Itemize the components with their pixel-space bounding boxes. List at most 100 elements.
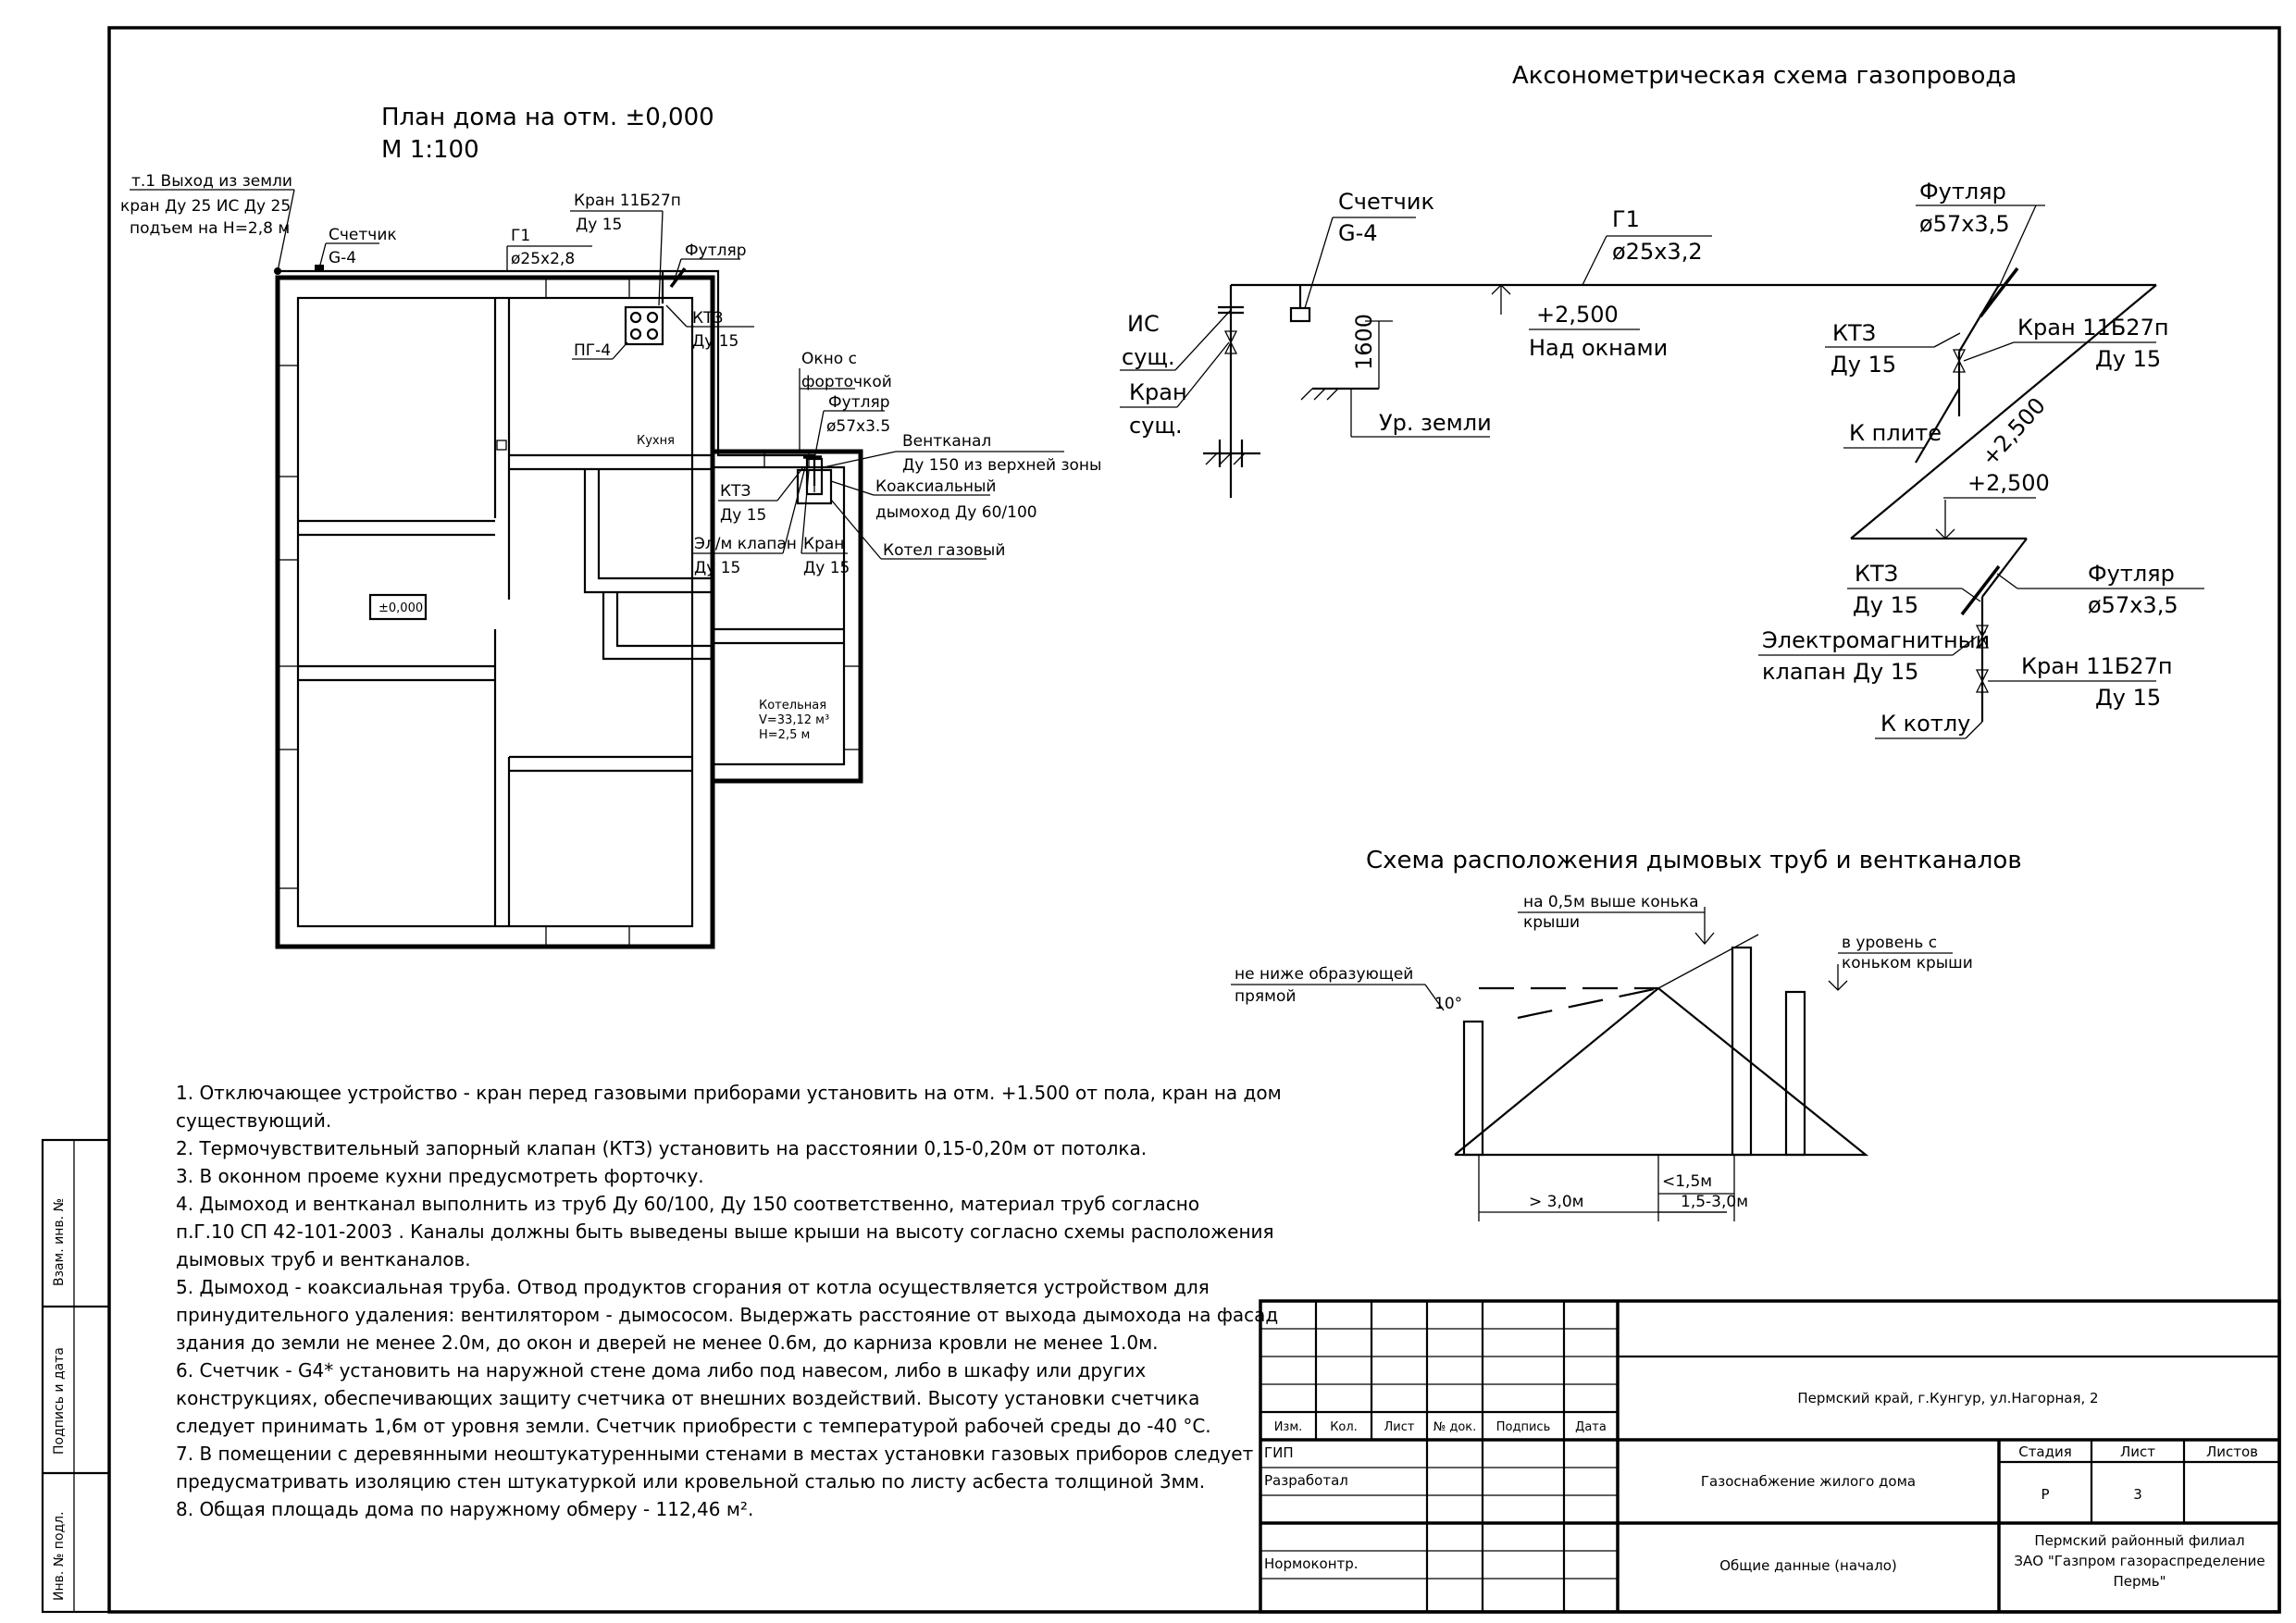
chimney-dim-3: 1,5-3,0м [1681, 1193, 1748, 1211]
plan-title: План дома на отм. ±0,000 [381, 104, 714, 131]
axo-kran-label: Кран [1129, 379, 1187, 405]
plan-ktz2-size: Ду 15 [720, 506, 766, 525]
plan-scale: М 1:100 [381, 136, 479, 164]
plan-valve2-size: Ду 15 [803, 559, 850, 577]
plan-boiler-label: Котел газовый [883, 541, 1005, 560]
axo-kran2-size: Ду 15 [2095, 346, 2161, 372]
general-notes: 1. Отключающее устройство - кран перед г… [176, 1082, 1282, 1520]
axonometric-scheme: Аксонометрическая схема газопровода [1120, 62, 2204, 739]
tb-developed: Разработал [1264, 1472, 1348, 1489]
plan-pipe-label: Г1 [511, 227, 530, 245]
kitchen-label: Кухня [637, 434, 675, 448]
axo-to-boiler: К котлу [1880, 711, 1970, 737]
gas-stove [624, 305, 664, 346]
plan-window-label-2: форточкой [801, 373, 892, 391]
title-block [1259, 1299, 2281, 1614]
tb-stage-header: Стадия [2018, 1443, 2072, 1460]
axo-ktz-label: КТЗ [1832, 320, 1876, 346]
stamp-inv-podl: Инв. № подл. [52, 1511, 67, 1601]
stamp-podpis: Подпись и дата [52, 1347, 67, 1455]
note-line: 2. Термочувствительный запорный клапан (… [176, 1137, 1147, 1159]
axo-pipe-label: Г1 [1612, 206, 1640, 232]
plan-coax-label: Коаксиальный [875, 477, 996, 496]
gas-boiler [796, 457, 833, 505]
floor-plan: План дома на отм. ±0,000 М 1:100 [120, 104, 1101, 949]
tb-sheet-header: Лист [2120, 1443, 2155, 1460]
tb-sheet-title: Общие данные (начало) [1719, 1557, 1896, 1574]
boiler-room-name: Котельная [759, 699, 826, 712]
axo-kran2-label: Кран 11Б27п [2017, 315, 2169, 341]
plan-level-mark: ±0,000 [379, 601, 423, 615]
plan-valve-size: Ду 15 [576, 216, 622, 234]
plan-ktz-label: КТЗ [692, 309, 723, 328]
note-line: существующий. [176, 1109, 331, 1132]
chimney-ridge-label-2: крыши [1523, 913, 1580, 932]
level-marker-box [368, 593, 428, 621]
tb-stage-value: Р [2041, 1486, 2049, 1503]
note-line: следует принимать 1,6м от уровня земли. … [176, 1415, 1211, 1437]
plan-vent-size: Ду 150 из верхней зоны [902, 456, 1101, 475]
entry-label-2: кран Ду 25 ИС Ду 25 [120, 197, 291, 216]
axo-is-label: ИС [1127, 311, 1160, 337]
plan-coax-size: дымоход Ду 60/100 [875, 503, 1037, 522]
plan-pipe-size: ø25x2,8 [511, 250, 575, 268]
axo-pipelines [1203, 266, 2157, 722]
axo-title: Аксонометрическая схема газопровода [1512, 62, 2017, 90]
plan-valve-label: Кран 11Б27п [574, 192, 681, 210]
axo-em-size: клапан Ду 15 [1762, 659, 1918, 685]
tb-column-header: № док. [1433, 1420, 1477, 1434]
plan-ktz-size: Ду 15 [692, 332, 738, 351]
sheet-frame [41, 26, 2281, 1614]
chimney-scheme: Схема расположения дымовых труб и вентка… [1231, 847, 2022, 1221]
stamp-inv-zam: Взам. инв. № [52, 1198, 67, 1286]
house-walls [275, 275, 863, 949]
chimney-labels: на 0,5м выше конька крыши в уровень с ко… [1231, 893, 1973, 1211]
entry-label-3: подъем на Н=2,8 м [130, 219, 290, 238]
plan-window-label-1: Окно с [801, 350, 857, 368]
plan-sleeve2-size: ø57x3.5 [826, 417, 890, 436]
tb-column-header: Дата [1575, 1420, 1607, 1434]
axo-ktz3-size: Ду 15 [1853, 592, 1918, 618]
axo-kran3-size: Ду 15 [2095, 685, 2161, 711]
plan-sleeve-label: Футляр [685, 242, 746, 260]
axo-ktz3-label: КТЗ [1855, 561, 1898, 587]
side-stamp: Взам. инв. № Подпись и дата Инв. № подл. [52, 1198, 67, 1601]
note-line: 4. Дымоход и вентканал выполнить из труб… [176, 1193, 1199, 1215]
chimney-line-label-1: не ниже образующей [1235, 965, 1413, 984]
plan-stove-label: ПГ-4 [574, 341, 611, 360]
tb-column-header: Лист [1384, 1420, 1415, 1434]
axo-kran3-label: Кран 11Б27п [2021, 653, 2173, 679]
note-line: принудительного удаления: вентилятором -… [176, 1304, 1278, 1326]
note-line: 8. Общая площадь дома по наружному обмер… [176, 1498, 753, 1520]
note-line: 1. Отключающее устройство - кран перед г… [176, 1082, 1282, 1104]
note-line: 6. Счетчик - G4* установить на наружной … [176, 1359, 1146, 1381]
axo-ground-label: Ур. земли [1379, 410, 1492, 436]
tb-sheets-header: Листов [2206, 1443, 2258, 1460]
plan-vent-label: Вентканал [902, 432, 991, 451]
axo-elev2: +2,500 [1967, 470, 2050, 496]
title-block-text: ГИП Разработал Нормоконтр. Пермский край… [1264, 1390, 2265, 1590]
chimney-line-label-2: прямой [1235, 987, 1296, 1006]
chimney-level-label-2: коньком крыши [1842, 954, 1973, 973]
tb-project: Газоснабжение жилого дома [1701, 1473, 1916, 1490]
axo-is-exist: сущ. [1122, 344, 1175, 370]
plan-em-size: Ду 15 [694, 559, 740, 577]
axo-ktz-size: Ду 15 [1831, 352, 1896, 378]
tb-column-header: Изм. [1274, 1420, 1303, 1434]
chimney-ridge-label-1: на 0,5м выше конька [1523, 893, 1699, 911]
tb-address: Пермский край, г.Кунгур, ул.Нагорная, 2 [1797, 1390, 2098, 1406]
axo-elev1: +2,500 [1536, 302, 1619, 328]
plan-valve2-label: Кран [803, 535, 844, 553]
axo-pipe-size: ø25x3,2 [1612, 239, 1703, 265]
axo-meter-label: Счетчик [1338, 189, 1434, 215]
axo-kran-exist: сущ. [1129, 413, 1183, 439]
entry-label-1: т.1 Выход из земли [131, 172, 292, 191]
chimney-geometry [1454, 907, 1869, 1221]
note-line: 7. В помещении с деревянными неоштукатур… [176, 1443, 1254, 1465]
tb-column-header: Кол. [1330, 1420, 1358, 1434]
note-line: конструкциях, обеспечивающих защиту счет… [176, 1387, 1199, 1409]
axo-sleeve-label: Футляр [1919, 179, 2006, 204]
axo-above-windows: Над окнами [1529, 335, 1668, 361]
